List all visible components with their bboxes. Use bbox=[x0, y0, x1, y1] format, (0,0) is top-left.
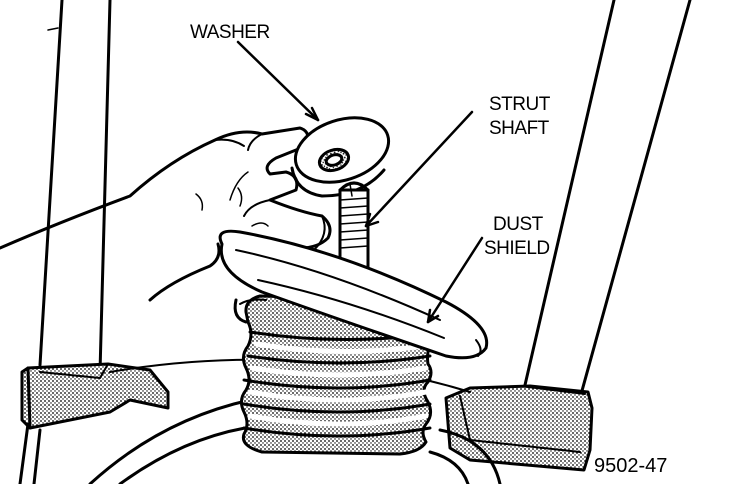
figure-number: 9502-47 bbox=[594, 455, 668, 477]
dust-shield-arrow-head bbox=[426, 308, 440, 324]
left-clamp-block bbox=[18, 362, 170, 486]
coil-spring bbox=[218, 229, 489, 360]
washer-label: WASHER bbox=[190, 22, 270, 43]
dust-shield-label-line2: SHIELD bbox=[484, 238, 550, 259]
leader-lines bbox=[236, 40, 484, 324]
dust-shield-leader-line bbox=[426, 236, 484, 324]
right-compressor-column bbox=[523, 0, 692, 400]
left-compressor-column bbox=[38, 0, 112, 374]
strut-shaft-label-line2: SHAFT bbox=[489, 118, 549, 139]
dust-shield-label-line1: DUST bbox=[493, 214, 543, 235]
hand bbox=[0, 126, 332, 302]
strut-shaft-leader-line bbox=[364, 110, 474, 228]
washer bbox=[290, 116, 391, 198]
strut-shaft-label-line1: STRUT bbox=[489, 94, 550, 115]
right-clamp-block bbox=[444, 384, 594, 472]
strut-shaft-arrow-head bbox=[364, 212, 380, 228]
washer-leader-line bbox=[236, 40, 320, 122]
washer-arrow-head bbox=[304, 106, 320, 122]
